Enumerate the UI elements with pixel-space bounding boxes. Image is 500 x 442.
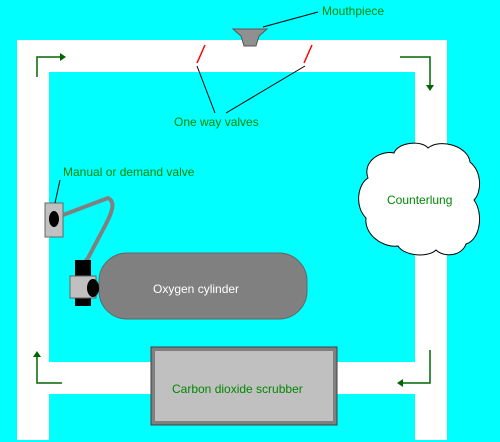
cylinder-knob	[87, 279, 99, 297]
mouthpiece-shape	[231, 28, 269, 47]
one-way-valves-label: One way valves	[174, 115, 259, 129]
arrow-bottom-left	[33, 351, 62, 384]
oxygen-cylinder-label: Oxygen cylinder	[153, 282, 239, 296]
manual-valve-leader	[54, 179, 61, 204]
arrow-top-left	[36, 53, 66, 77]
mouthpiece-label: Mouthpiece	[322, 4, 384, 18]
scrubber-label: Carbon dioxide scrubber	[172, 382, 303, 396]
mouthpiece-leader	[262, 11, 319, 28]
valve-leader-left	[196, 65, 216, 114]
counterlung-label: Counterlung	[387, 193, 452, 207]
arrow-bottom-right	[397, 350, 431, 387]
scrubber: Carbon dioxide scrubber	[150, 346, 338, 426]
arrow-top-right	[400, 56, 434, 91]
one-way-valves: One way valves	[174, 44, 313, 129]
cylinder-body	[98, 252, 308, 320]
flow-arrows	[33, 53, 434, 387]
manual-valve-knob	[49, 211, 59, 227]
counterlung-shape	[358, 142, 481, 256]
valve-marker-left	[196, 44, 206, 64]
valve-leader-right	[225, 65, 306, 114]
loop-top	[17, 40, 447, 72]
valve-marker-right	[303, 44, 313, 64]
manual-valve-label: Manual or demand valve	[63, 165, 195, 179]
supply-hose	[62, 195, 115, 270]
manual-valve: Manual or demand valve	[44, 165, 195, 270]
mouthpiece: Mouthpiece	[231, 4, 384, 47]
scrubber-body	[155, 351, 333, 421]
oxygen-cylinder: Oxygen cylinder	[69, 252, 308, 320]
counterlung: Counterlung	[358, 142, 481, 256]
